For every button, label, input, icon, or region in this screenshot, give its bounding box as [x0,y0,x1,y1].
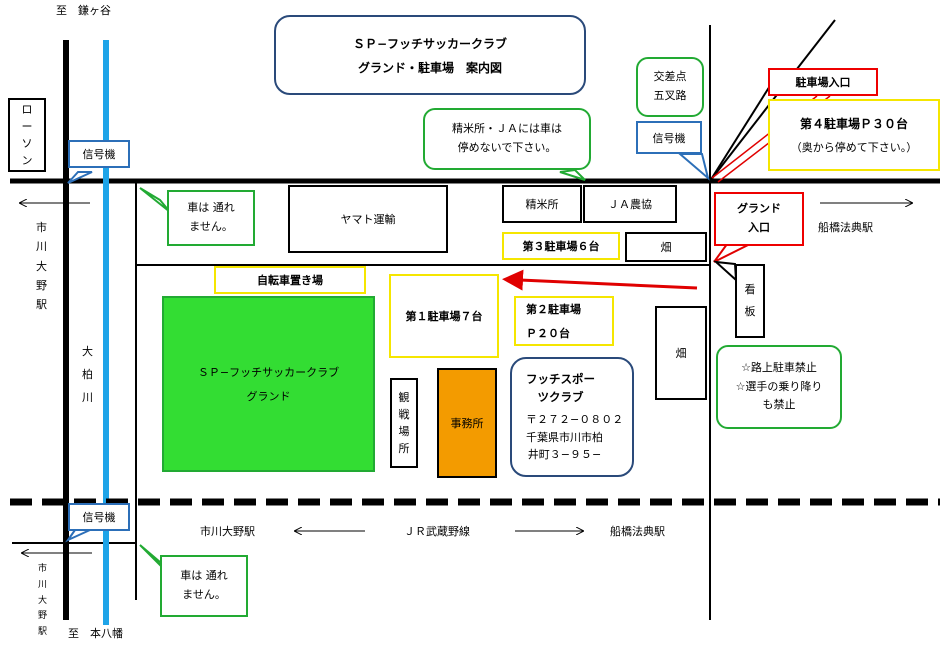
signal-top-left: 信号機 [68,140,130,168]
direction-south: 至 本八幡 [68,627,123,640]
signal-top-right: 信号機 [636,121,702,154]
map-title-line2: グランド・駐車場 案内図 [357,60,502,75]
yamato-building: ヤマト運輸 [288,185,448,253]
club-postal: 〒２７２−０８０２ [526,412,624,426]
soccer-ground: ＳＰ−フッチサッカークラブ グランド [162,296,375,472]
station-char: 駅 [36,298,47,311]
signboard-char: 看 [744,283,756,296]
intersection-callout: 交差点 五叉路 [636,57,704,117]
seimai-note-tail [559,168,586,181]
ground-name-line2: グランド [246,390,291,403]
parking-lot-4-label: 第４駐車場Ｐ３０台 [799,117,908,131]
parking-rules-note: ☆路上駐車禁止 ☆選手の乗り降り も禁止 [716,345,842,429]
no-cars-note-top: 車は 通れ ません。 [167,190,255,246]
club-address: 千葉県市川市柏 井町３−９５− [526,430,603,462]
parking-lot-3: 第３駐車場６台 [502,232,620,260]
east-station-label: 船橋法典駅 [818,221,873,234]
map-title: ＳＰ−フッチサッカークラブ グランド・駐車場 案内図 [274,15,586,95]
signal-bottom-left: 信号機 [68,503,130,531]
lawson-char: ン [21,154,33,168]
signal-top-right-tail [677,153,710,181]
spectator-char: 観 [398,390,410,404]
signboard: 看 板 [735,264,765,338]
parking-entrance-sign: 駐車場入口 [768,68,878,96]
parking-lot-4: 第４駐車場Ｐ３０台 （奥から停めて下さい。） [768,99,940,171]
lawson-char: ロ [21,102,33,116]
bicycle-parking: 自転車置き場 [214,266,366,294]
signboard-char: 板 [744,305,756,318]
signboard-tail [713,260,738,283]
river-char: 大 [82,345,93,358]
signal-bottom-tail [65,529,91,543]
red-ground-arrow [502,269,698,291]
lawson-char: ー [21,119,33,133]
seimai-note: 精米所・ＪＡには車は 停めないで下さい。 [423,108,591,170]
parking-lot-4-note: （奥から停めて下さい。） [790,141,918,154]
club-info-card: フッチスポー ツクラブ 〒２７２−０８０２ 千葉県市川市柏 井町３−９５− [510,357,634,477]
station-char: 市 [38,564,48,574]
spectator-char: 場 [398,425,410,438]
west-station-label-bottom: 市 川 大 野 駅 [38,562,47,641]
station-char: 野 [38,611,48,622]
ground-entrance-sign: グランド 入口 [714,192,804,246]
direction-north: 至 鎌ヶ谷 [56,4,111,17]
signal-top-left-tail [67,171,93,184]
spectator-area: 観 戦 場 所 [390,378,418,468]
station-char: 野 [36,278,47,292]
rail-east-label: 船橋法典駅 [610,525,665,538]
station-char: 大 [38,595,48,606]
rail-line-label: ＪＲ武蔵野線 [404,525,470,538]
map-title-line1: ＳＰ−フッチサッカークラブ [352,36,508,51]
station-char: 市 [36,221,47,234]
no-cars-note-bottom: 車は 通れ ません。 [160,555,248,617]
west-station-label-top: 市 川 大 野 駅 [36,218,47,314]
station-char: 川 [36,240,47,254]
parking-lot-2: 第２駐車場 Ｐ２０台 [514,296,614,346]
ja-building: ＪＡ農協 [583,185,677,223]
river-char: 柏 [82,368,93,382]
river-char: 川 [82,391,93,405]
parking-lot-2-capacity: Ｐ２０台 [526,327,570,340]
lawson-char: ソ [21,137,33,150]
rail-west-label: 市川大野駅 [200,525,255,538]
river-label: 大 柏 川 [82,340,93,409]
station-char: 駅 [38,627,48,637]
station-char: 大 [36,259,47,273]
spectator-char: 所 [398,442,410,456]
no-cars-top-tail [139,187,171,213]
parking-lot-2-label: 第２駐車場 [526,303,581,316]
office-building: 事務所 [437,368,497,478]
station-char: 川 [38,579,48,590]
field-top: 畑 [625,232,707,262]
spectator-char: 戦 [398,407,410,421]
field-right: 畑 [655,306,707,400]
club-name: フッチスポー ツクラブ [526,372,595,405]
parking-lot-1: 第１駐車場７台 [389,274,499,358]
ground-name-line1: ＳＰ−フッチサッカークラブ [197,366,340,379]
lawson-store: ロ ー ソ ン [8,98,46,172]
seimai-building: 精米所 [502,185,582,223]
